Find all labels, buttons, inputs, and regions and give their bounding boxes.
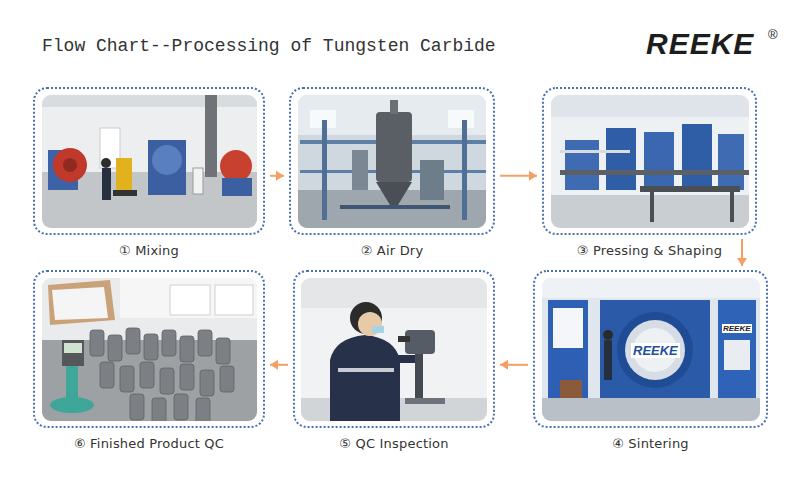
process-step: ③ Pressing & Shaping: [542, 87, 757, 235]
diagram-title: Flow Chart--Processing of Tungsten Carbi…: [42, 36, 496, 56]
flow-arrow: [270, 171, 284, 181]
registered-mark: ®: [768, 27, 778, 42]
arrow-head: [500, 360, 508, 370]
arrow-head: [270, 360, 278, 370]
step-caption-row: ② Air Dry: [361, 240, 424, 259]
qc-inspection-photo: [301, 278, 487, 421]
step-caption: ③ Pressing & Shaping: [577, 243, 722, 258]
step-caption-row: ③ Pressing & Shaping: [577, 240, 722, 259]
brand-logo: REEKE: [646, 27, 754, 61]
step-caption-row: ① Mixing: [119, 240, 179, 259]
step-caption-row: ⑥ Finished Product QC: [74, 433, 224, 452]
sintering-photo: [542, 278, 760, 421]
flow-arrow: [500, 171, 537, 181]
process-step: ① Mixing: [33, 87, 265, 235]
arrow-head: [276, 171, 284, 181]
step-caption: ① Mixing: [119, 243, 179, 258]
step-caption-row: ④ Sintering: [612, 433, 689, 452]
step-caption: ⑤ QC Inspection: [339, 436, 448, 451]
flow-arrow: [737, 239, 747, 266]
flow-arrow: [270, 360, 288, 370]
air-dry-photo: [298, 95, 486, 228]
process-step: ⑥ Finished Product QC: [33, 270, 265, 428]
pressing-photo: [551, 95, 749, 228]
step-caption-row: ⑤ QC Inspection: [339, 433, 448, 452]
furnace-badge: REEKE: [631, 343, 680, 358]
process-step: ④ Sintering: [533, 270, 768, 428]
step-caption: ② Air Dry: [361, 243, 424, 258]
mixing-photo: [42, 95, 257, 228]
process-step: ⑤ QC Inspection: [293, 270, 495, 428]
machine-sign: REEKE: [722, 324, 752, 333]
step-caption: ⑥ Finished Product QC: [74, 436, 224, 451]
arrow-head: [737, 258, 747, 266]
flow-arrow: [500, 360, 528, 370]
finished-product-photo: [42, 278, 257, 421]
step-caption: ④ Sintering: [612, 436, 689, 451]
arrow-head: [529, 171, 537, 181]
process-step: ② Air Dry: [289, 87, 495, 235]
